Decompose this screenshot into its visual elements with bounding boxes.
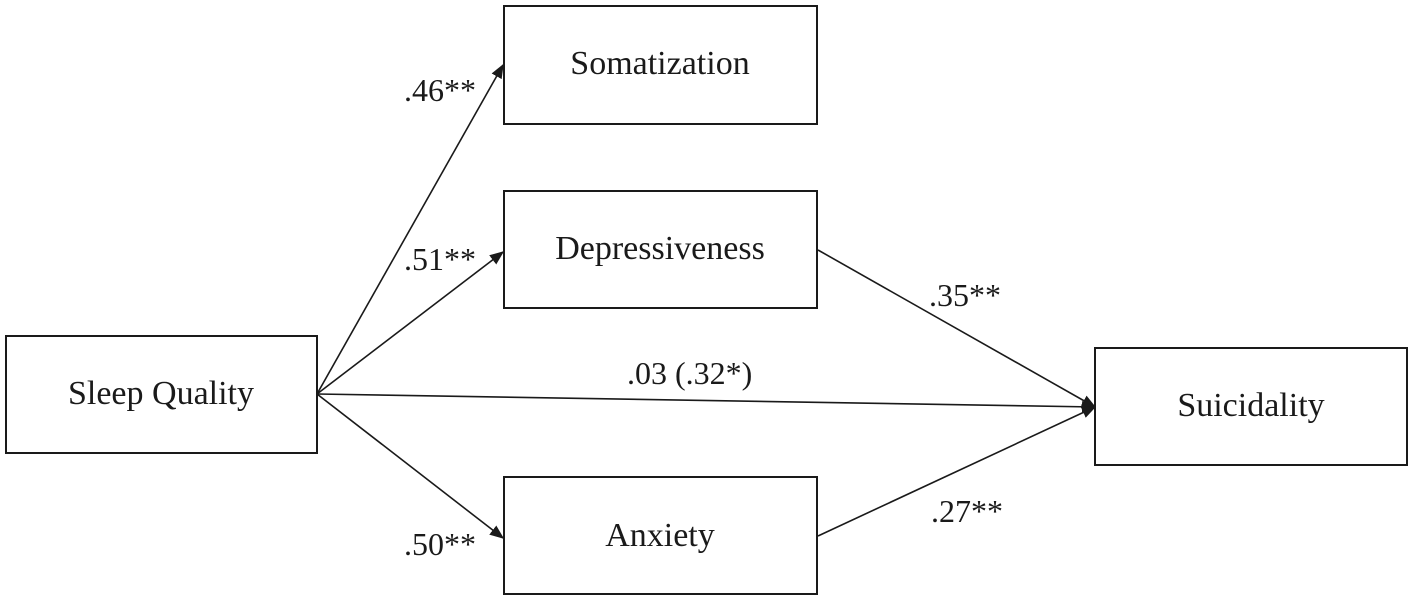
edge-anxiety-to-suicidality	[817, 406, 1097, 537]
node-depressiveness-label: Depressiveness	[555, 230, 765, 267]
edge-sleep-to-somatization	[316, 63, 504, 395]
node-suicidality-label: Suicidality	[1177, 387, 1324, 424]
edge-sleep-to-suicidality	[316, 393, 1097, 413]
edge-depressiveness-to-suicidality	[817, 249, 1097, 408]
node-somatization-label: Somatization	[570, 45, 749, 82]
coef-sleep-to-depressiveness: .51**	[404, 241, 476, 277]
coef-sleep-to-anxiety: .50**	[404, 526, 476, 562]
node-sleep-quality: Sleep Quality	[5, 335, 318, 454]
coef-sleep-to-somatization: .46**	[404, 72, 476, 108]
edge-sleep-to-anxiety	[316, 393, 505, 539]
coef-depressiveness-to-suicidality: .35**	[929, 277, 1001, 313]
node-depressiveness: Depressiveness	[503, 190, 818, 309]
coef-anxiety-to-suicidality: .27**	[931, 493, 1003, 529]
edge-sleep-to-depressiveness	[316, 251, 505, 395]
coef-sleep-to-suicidality: .03 (.32*)	[627, 355, 752, 391]
node-anxiety: Anxiety	[503, 476, 818, 595]
node-somatization: Somatization	[503, 5, 818, 125]
node-anxiety-label: Anxiety	[605, 517, 715, 554]
node-suicidality: Suicidality	[1094, 347, 1408, 466]
node-sleep-quality-label: Sleep Quality	[68, 375, 254, 412]
